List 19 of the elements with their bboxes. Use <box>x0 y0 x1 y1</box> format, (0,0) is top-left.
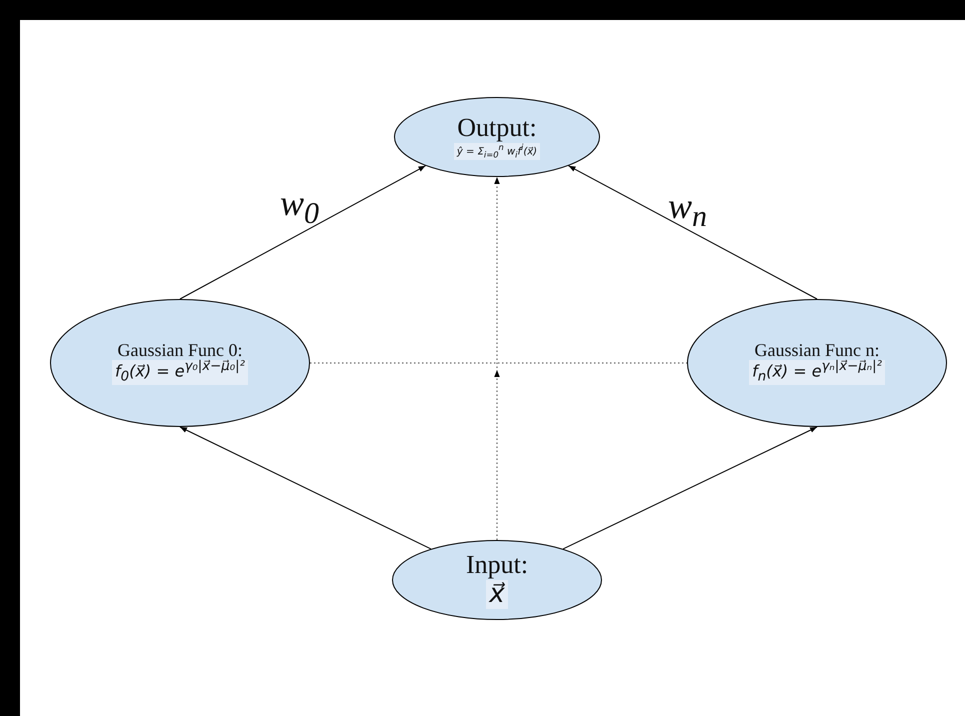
edge-label: w$_{n}$ <box>668 188 708 232</box>
edge-label: w$_{0}$ <box>280 185 320 230</box>
arrow <box>180 165 426 300</box>
node-heading: Input: <box>466 551 528 580</box>
arrow <box>568 165 818 300</box>
dotted-arrow <box>494 176 500 540</box>
ellipse-node <box>687 299 947 427</box>
ellipse-node <box>50 299 310 427</box>
formula-text: ŷ = Σ$_{i=0}$$^{n}$ w$_{i}$f$^{i}$(x⃗) <box>454 143 540 160</box>
formula-text: f$_{0}$(x⃗) = e$^{γ₀|x⃗−μ⃗₀|²}$ <box>112 360 248 386</box>
formula-text: f$_{n}$(x⃗) = e$^{γₙ|x⃗−μ⃗ₙ|²}$ <box>749 360 885 386</box>
node-heading: Gaussian Func n: <box>754 340 880 360</box>
formula-text: x⃗ <box>486 580 508 609</box>
node-heading: Gaussian Func 0: <box>118 340 242 360</box>
ellipse-node <box>392 540 602 620</box>
arrow <box>562 426 818 550</box>
ellipse-node <box>394 97 600 177</box>
arrow <box>180 426 432 550</box>
node-heading: Output: <box>457 114 537 144</box>
